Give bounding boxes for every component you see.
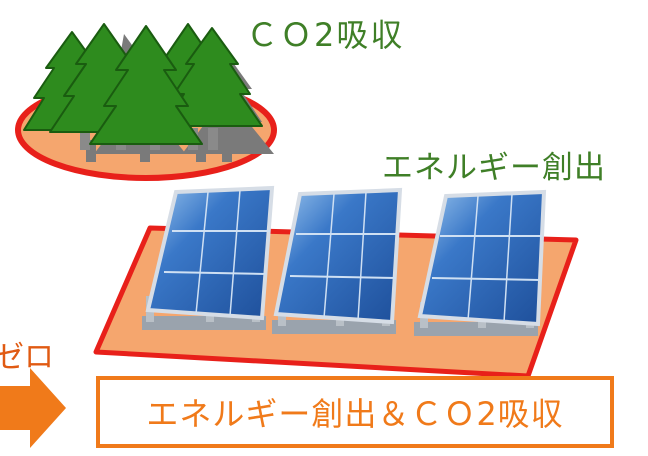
solar-panel-1 bbox=[142, 185, 275, 330]
energy-creation-label: エネルギー創出 bbox=[382, 150, 606, 186]
result-label: エネルギー創出＆ＣＯ2吸収 bbox=[146, 395, 564, 433]
trees bbox=[23, 23, 263, 145]
cut-off-label: ゼロ bbox=[0, 340, 54, 375]
result-box: エネルギー創出＆ＣＯ2吸収 bbox=[96, 376, 614, 448]
solar-panel-3 bbox=[414, 189, 547, 336]
orange-right-arrow-icon bbox=[0, 368, 66, 448]
solar-panel-2 bbox=[272, 187, 403, 334]
forest-icon bbox=[15, 23, 277, 181]
co2-absorption-label: ＣＯ2吸収 bbox=[246, 16, 405, 54]
solar-panel-array-icon bbox=[93, 185, 579, 379]
